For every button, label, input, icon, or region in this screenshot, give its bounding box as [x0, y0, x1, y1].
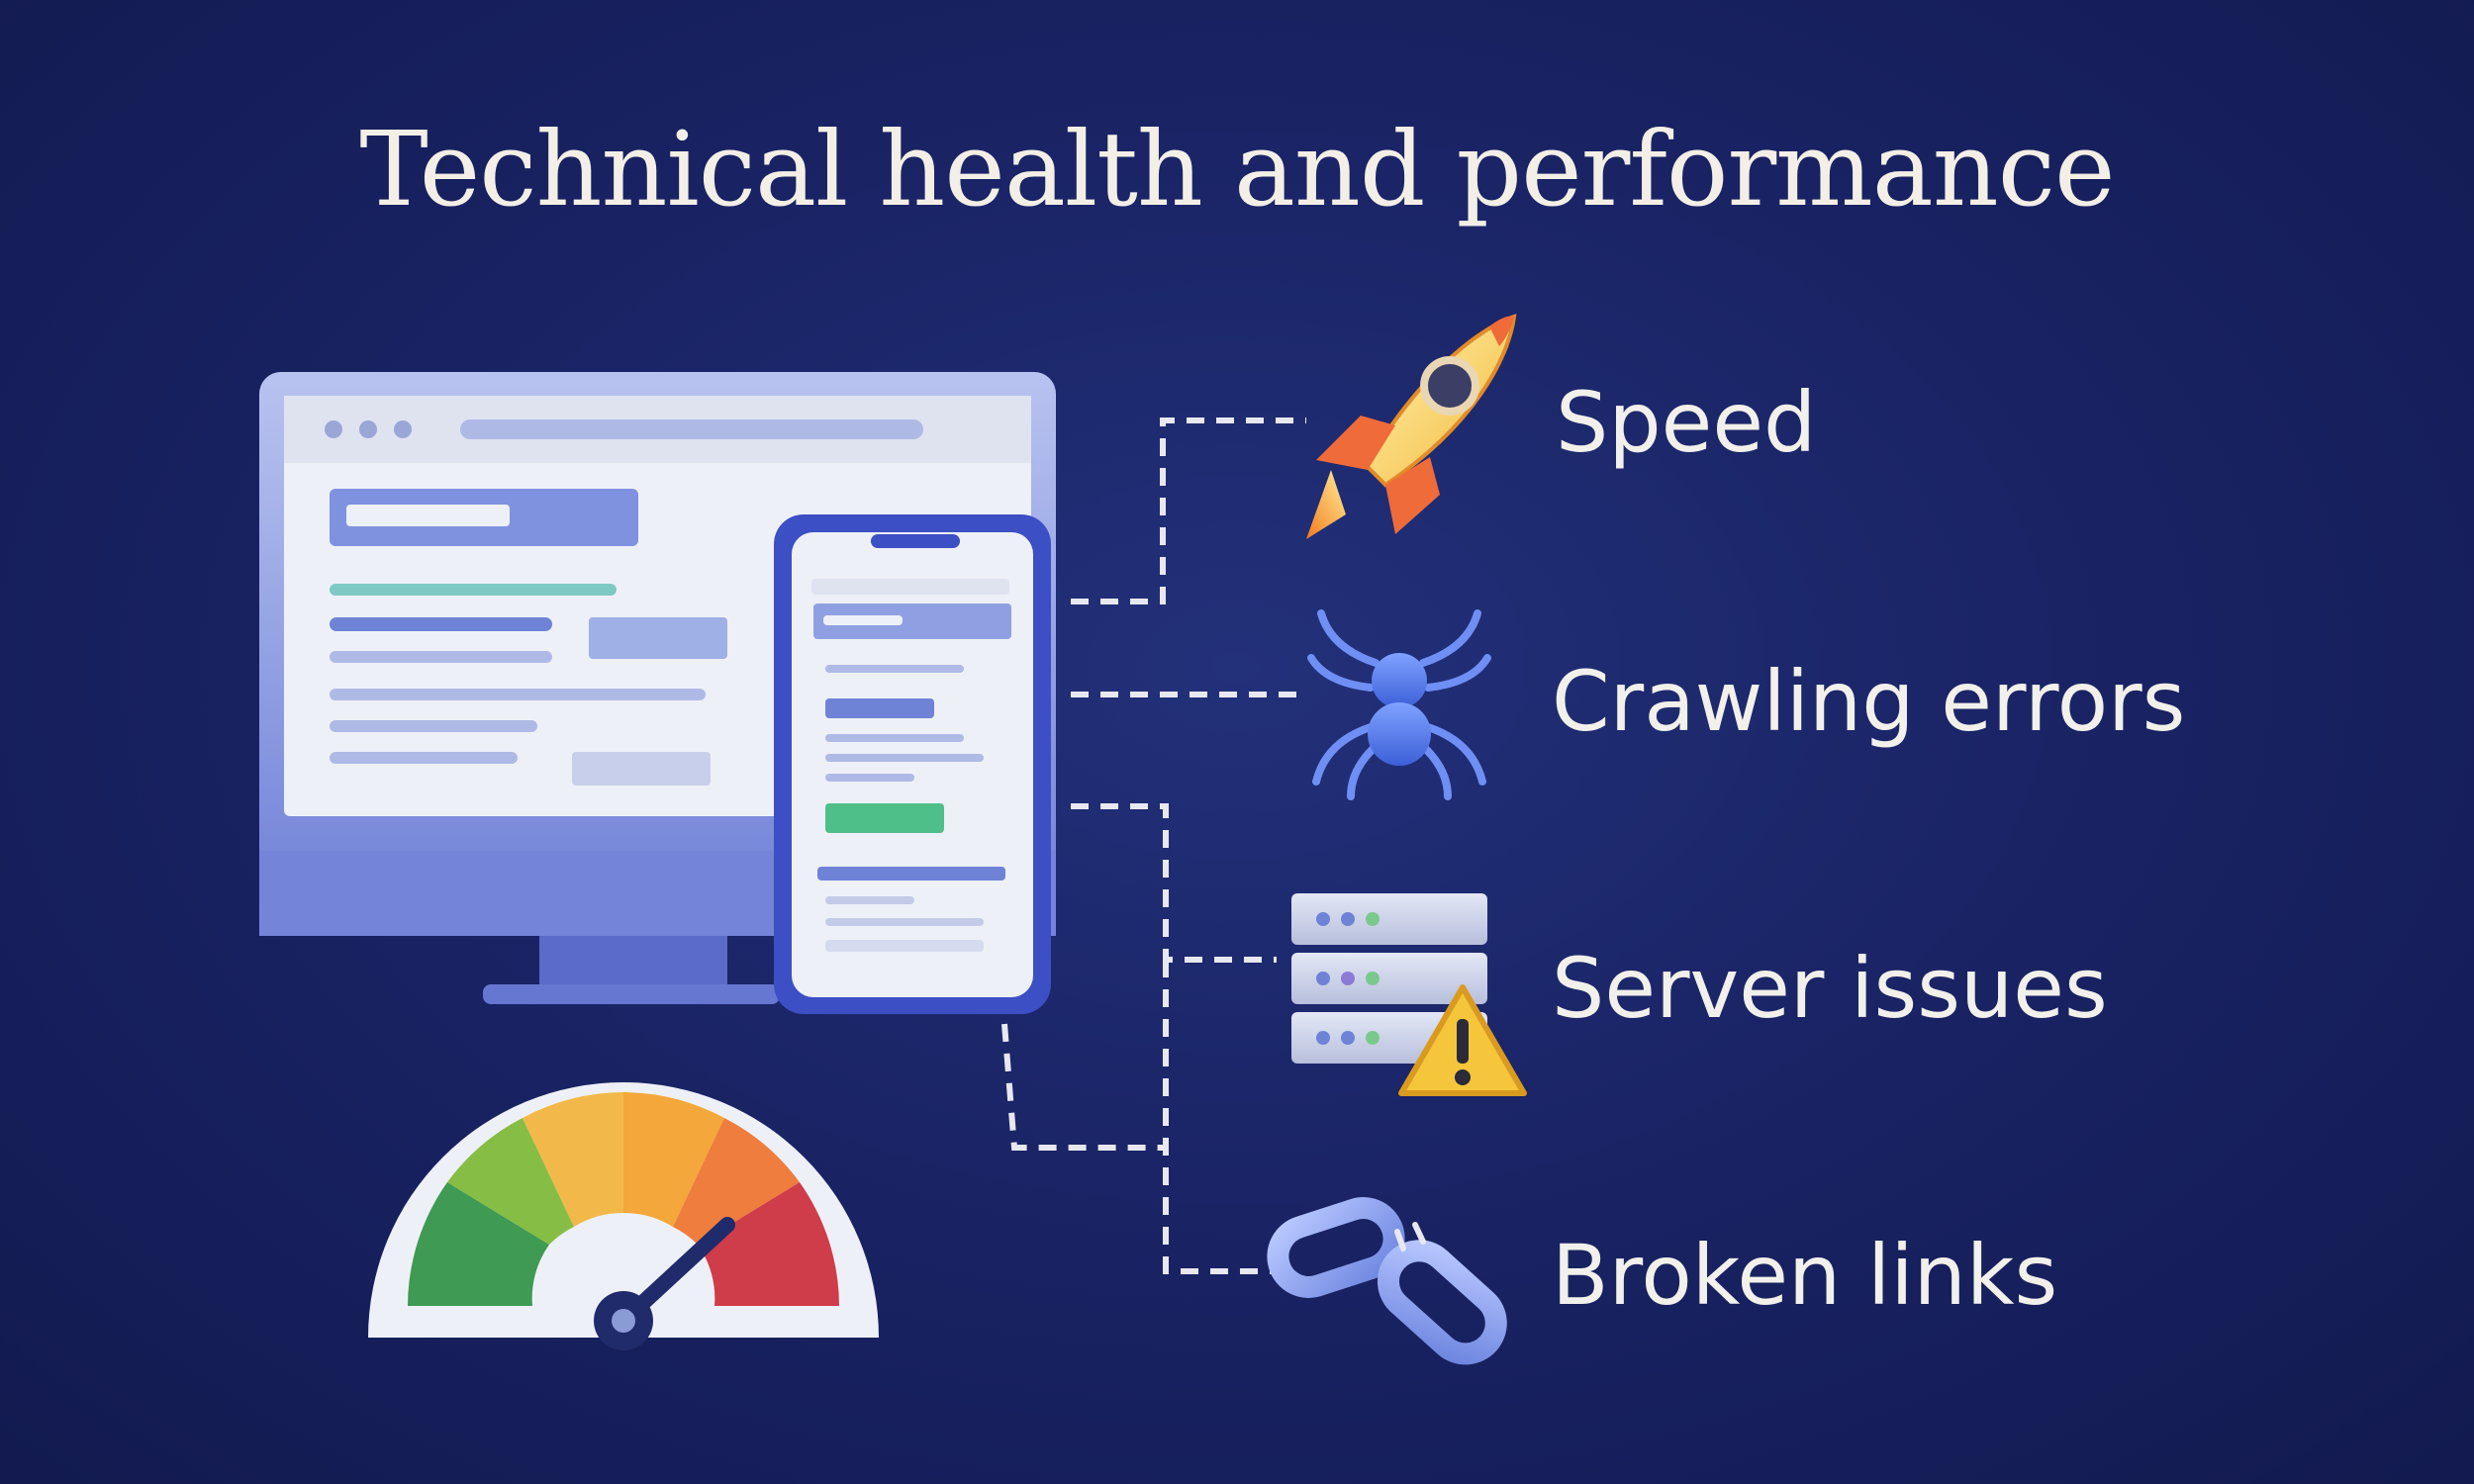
phone-icon	[774, 514, 1051, 1014]
speedometer-icon	[368, 1082, 879, 1350]
item-label-broken-links: Broken links	[1552, 1227, 2058, 1324]
server-warning-icon	[1291, 893, 1527, 1096]
item-label-server-issues: Server issues	[1552, 940, 2108, 1037]
connector-lines	[1001, 417, 1306, 1274]
broken-chain-icon	[1267, 1197, 1507, 1365]
rocket-icon	[1306, 314, 1517, 539]
spider-icon	[1307, 609, 1491, 800]
page-title: Technical health and performance	[359, 109, 2115, 230]
item-label-crawling-errors: Crawling errors	[1552, 653, 2186, 750]
item-label-speed: Speed	[1556, 374, 1817, 471]
